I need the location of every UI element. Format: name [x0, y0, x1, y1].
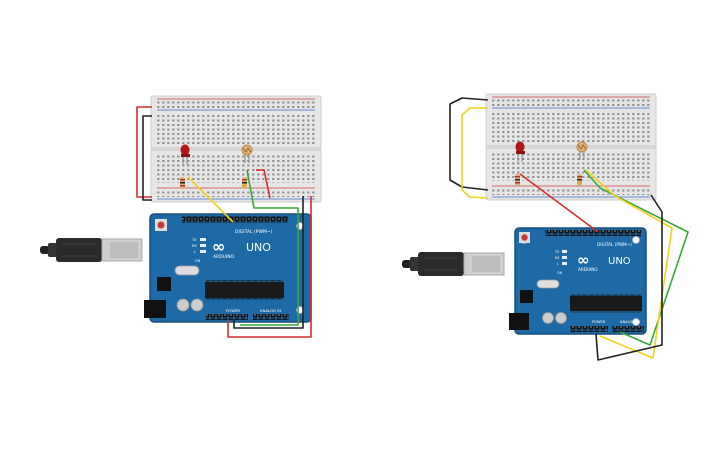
analog-header: [253, 314, 289, 320]
wires: [449, 97, 689, 361]
black-wire: [233, 196, 304, 329]
crystal: [536, 279, 560, 289]
photoresistor[interactable]: [576, 141, 588, 160]
arduino-logo: ∞: [212, 237, 225, 256]
power-header: [206, 314, 248, 320]
yellow-wire: [187, 176, 234, 223]
red-led[interactable]: [515, 141, 526, 163]
red-wire: [519, 173, 599, 233]
rx-label: RX: [192, 244, 197, 248]
digital-header: [545, 230, 641, 236]
model-text: UNO: [246, 241, 271, 254]
breadboard: [150, 95, 322, 203]
usb-cable[interactable]: [39, 237, 143, 263]
black-wire: [595, 194, 663, 361]
brand-text: ARDUINO: [578, 267, 598, 272]
l-label: L: [194, 250, 196, 254]
power-jack: [144, 300, 166, 318]
capacitor: [555, 312, 567, 324]
analog-label: ANALOG IN: [260, 308, 281, 313]
capacitor: [176, 298, 190, 312]
atmega-chip: [205, 282, 284, 298]
photoresistor[interactable]: [241, 144, 253, 163]
resistor-ldr[interactable]: [242, 177, 247, 189]
tx-label: TX: [191, 238, 197, 242]
digital-header: [182, 216, 288, 223]
arduino-uno-board[interactable]: DIGITAL (PWM~) TX RX L ∞ UNO ARDUINO ON …: [509, 227, 647, 335]
power-label: POWER: [226, 308, 240, 313]
reset-button[interactable]: [519, 232, 530, 243]
usb-chip: [520, 290, 533, 303]
black-wire: [449, 97, 489, 191]
breadboard: [485, 93, 657, 201]
reset-button[interactable]: [155, 219, 167, 231]
on-label: ON: [195, 259, 201, 263]
black-wire: [142, 115, 152, 201]
red-wire: [136, 106, 152, 198]
analog-header: [612, 326, 644, 332]
resistor-led[interactable]: [515, 174, 520, 186]
on-label: ON: [557, 271, 563, 275]
wires: [136, 106, 312, 338]
arduino-logo: ∞: [577, 251, 590, 269]
usb-cable[interactable]: [401, 251, 505, 277]
l-label: L: [557, 262, 559, 266]
digital-label: DIGITAL (PWM~): [235, 229, 273, 235]
power-header: [570, 326, 608, 332]
resistor-ldr[interactable]: [577, 174, 582, 186]
power-label: POWER: [592, 320, 606, 324]
circuit-1: DIGITAL (PWM~) TX RX L ∞ UNO ARDUINO ON: [39, 95, 322, 338]
green-wire: [240, 169, 299, 326]
yellow-wire: [461, 107, 489, 199]
green-wire: [583, 169, 689, 346]
capacitor: [190, 298, 204, 312]
tx-label: TX: [554, 250, 560, 254]
usb-chip: [157, 277, 171, 291]
analog-label: ANALOG IN: [620, 320, 640, 324]
brand-text: ARDUINO: [213, 254, 235, 260]
atmega-chip: [570, 296, 642, 311]
red-wire: [256, 169, 271, 199]
model-text: UNO: [608, 256, 631, 267]
power-jack: [509, 313, 529, 330]
digital-label: DIGITAL (PWM~): [597, 242, 632, 247]
capacitor: [542, 312, 554, 324]
red-wire: [227, 196, 312, 338]
arduino-uno-board[interactable]: DIGITAL (PWM~) TX RX L ∞ UNO ARDUINO ON: [144, 213, 312, 323]
red-led[interactable]: [180, 144, 191, 166]
rx-label: RX: [555, 256, 560, 260]
crystal: [174, 265, 200, 276]
circuit-2: DIGITAL (PWM~) TX RX L ∞ UNO ARDUINO ON …: [401, 93, 689, 361]
resistor-led[interactable]: [180, 177, 185, 189]
